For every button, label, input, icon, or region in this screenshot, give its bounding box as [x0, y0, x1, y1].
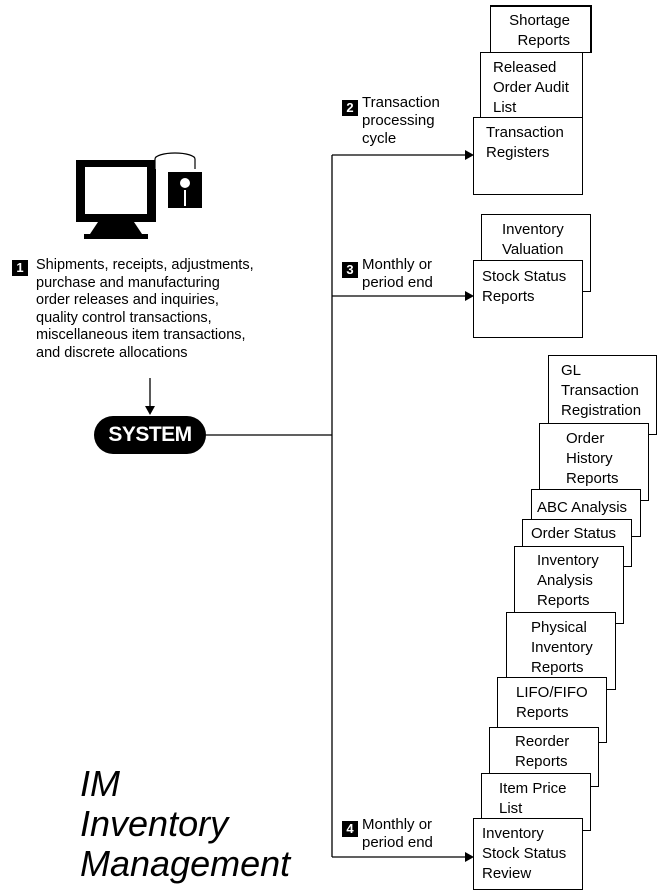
report-label: Transaction Registers: [486, 124, 564, 161]
module-title-line-2: Management: [80, 843, 291, 884]
report-label: Released Order Audit List: [493, 59, 569, 116]
computer-icon: [76, 152, 202, 239]
branch-2-badge: 2: [342, 100, 358, 116]
module-abbreviation: IM: [80, 763, 120, 804]
branch-4-arrow: [465, 852, 474, 862]
report-label: GL Transaction Registration: [561, 362, 642, 419]
report-label: Inventory Valuation: [502, 221, 564, 258]
module-title-line-1: Inventory: [80, 803, 229, 844]
branch-3-badge: 3: [342, 262, 358, 278]
branch-3-arrow: [465, 291, 474, 301]
report-inventory-analysis: Inventory Analysis Reports: [514, 546, 624, 624]
report-stock-status: Stock Status Reports: [473, 260, 583, 338]
report-label: Stock Status Reports: [482, 268, 567, 305]
report-label: Inventory Stock Status Review: [482, 825, 567, 882]
branch-2-arrow: [465, 150, 474, 160]
report-label: Reorder Reports: [515, 733, 570, 770]
report-label: Physical Inventory Reports: [531, 619, 593, 676]
branch-3-caption: Monthly or period end: [362, 256, 433, 291]
report-label: Order Status: [531, 525, 617, 542]
branch-4-caption: Monthly or period end: [362, 816, 433, 851]
report-order-history: Order History Reports: [539, 423, 649, 501]
report-transaction-registers: Transaction Registers: [473, 117, 583, 195]
report-label: Order History Reports: [566, 430, 619, 487]
report-label: ABC Analysis: [537, 499, 628, 516]
report-inventory-stock-status-review: Inventory Stock Status Review: [473, 818, 583, 890]
input-arrow-head: [145, 406, 155, 415]
branch-4-badge: 4: [342, 821, 358, 837]
system-node: SYSTEM: [94, 416, 206, 454]
input-step-badge: 1: [12, 260, 28, 276]
report-label: LIFO/FIFO Reports: [516, 684, 588, 721]
input-description: Shipments, receipts, adjustments, purcha…: [36, 257, 254, 361]
report-label: Inventory Analysis Reports: [537, 552, 599, 609]
report-shortage: Shortage Reports: [490, 5, 592, 53]
branch-2-caption: Transaction processing cycle: [362, 94, 440, 147]
report-label: Shortage Reports: [509, 12, 570, 49]
report-label: Item Price List: [499, 780, 567, 817]
report-gl-transaction-registration: GL Transaction Registration: [548, 355, 657, 435]
